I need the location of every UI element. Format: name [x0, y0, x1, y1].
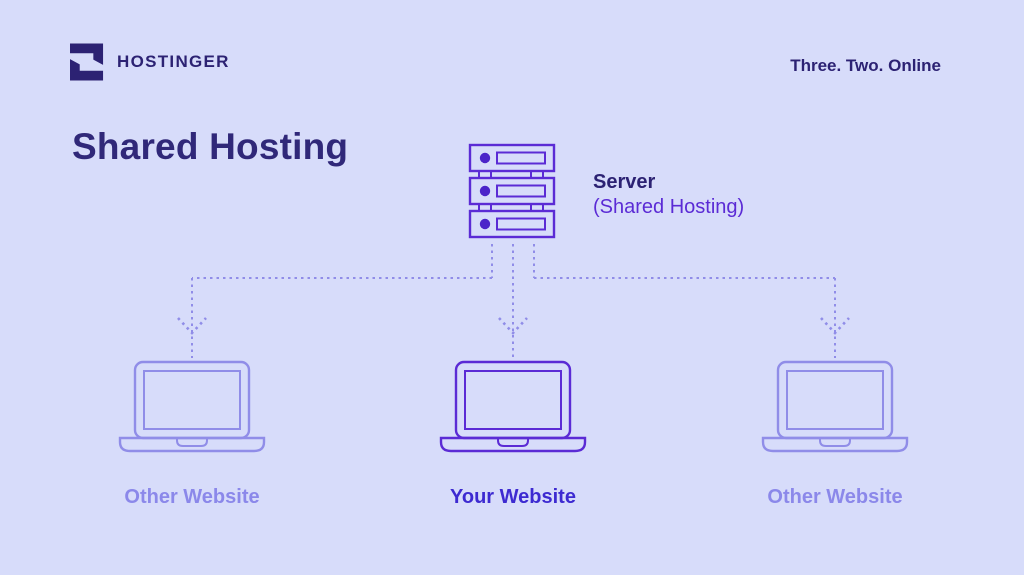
node-label-other-website-left: Other Website: [124, 486, 260, 508]
server-label: Server (Shared Hosting): [593, 170, 744, 220]
laptop-icon: [761, 360, 909, 453]
laptop-icon: [439, 360, 587, 453]
server-rack-icon: [468, 143, 556, 239]
arrow-down-icon: [177, 317, 850, 335]
server-label-title: Server: [593, 171, 656, 193]
laptop-icon: [118, 360, 266, 453]
tagline: Three. Two. Online: [790, 56, 941, 75]
server-label-subtitle: (Shared Hosting): [593, 196, 745, 218]
node-label-other-website-right: Other Website: [767, 486, 903, 508]
page-title: Shared Hosting: [72, 126, 349, 167]
node-label-your-website: Your Website: [450, 486, 576, 508]
hostinger-logo-icon: [70, 43, 104, 81]
hostinger-logo: HOSTINGER: [70, 43, 230, 81]
hostinger-logo-text: HOSTINGER: [117, 52, 230, 71]
